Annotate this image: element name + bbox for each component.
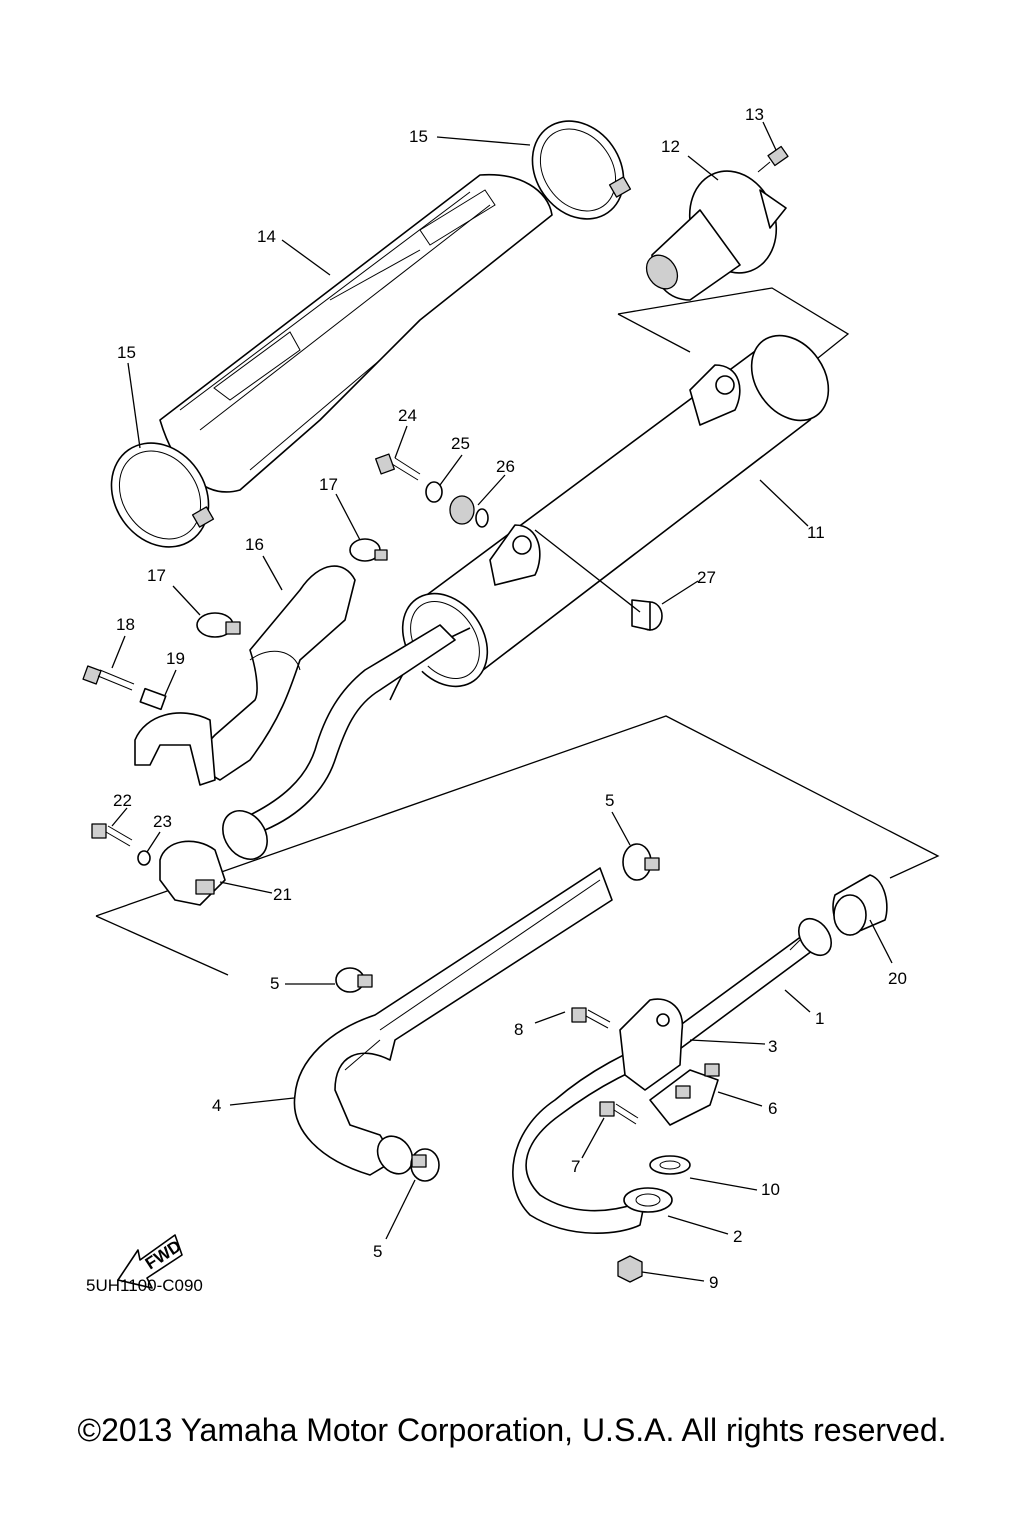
- leader-lines: [111, 121, 893, 1282]
- callout-9: 9: [709, 1273, 718, 1292]
- callout-5-upper: 5: [605, 791, 614, 810]
- part-25-washer: [425, 481, 443, 503]
- callout-15-bottom: 15: [117, 343, 136, 362]
- part-15-clamp-top: [531, 120, 632, 220]
- part-22-bolt: [91, 823, 133, 847]
- part-10-gasket: [649, 1155, 691, 1175]
- callout-19: 19: [166, 649, 185, 668]
- part-27-collar: [631, 599, 663, 631]
- callout-5-mid: 5: [270, 974, 279, 993]
- callout-17-lower: 17: [147, 566, 166, 585]
- part-19-collar: [139, 687, 167, 711]
- callout-23: 23: [153, 812, 172, 831]
- part-6-clamp: [649, 1063, 720, 1126]
- part-11-connecting-pipe: [222, 624, 456, 860]
- callout-labels: 13 12 15 14 15 24 25 26 11 17 16 17 18 1…: [113, 105, 907, 1292]
- part-5-clamp-bottom: [410, 1148, 440, 1182]
- callout-15-top: 15: [409, 127, 428, 146]
- drawing-code: 5UH1100-C090: [86, 1276, 203, 1295]
- part-3-bracket: [619, 998, 684, 1091]
- part-24-bolt: [375, 453, 421, 481]
- callout-26: 26: [496, 457, 515, 476]
- part-8-bolt: [571, 1007, 611, 1029]
- copyright-notice: ©2013 Yamaha Motor Corporation, U.S.A. A…: [77, 1412, 947, 1448]
- part-9-nut: [617, 1255, 643, 1283]
- part-5-clamp-upper-right: [622, 843, 660, 881]
- callout-6: 6: [768, 1099, 777, 1118]
- callout-11: 11: [807, 523, 825, 542]
- group-frame-lines: [95, 287, 940, 976]
- part-26-grommet: [449, 495, 489, 528]
- callout-20: 20: [888, 969, 907, 988]
- part-1-exhaust-pipe: [512, 917, 833, 1234]
- callout-1: 1: [815, 1009, 824, 1028]
- part-21-bracket: [159, 840, 226, 906]
- callout-17-upper: 17: [319, 475, 338, 494]
- callout-18: 18: [116, 615, 135, 634]
- part-20-gasket: [832, 874, 888, 936]
- callout-24: 24: [398, 406, 417, 425]
- part-23-washer: [137, 850, 151, 866]
- callout-7: 7: [571, 1157, 580, 1176]
- part-11-muffler: [389, 334, 830, 701]
- part-7-bolt: [599, 1101, 639, 1125]
- part-2-flange: [623, 1187, 673, 1213]
- callout-4: 4: [212, 1096, 221, 1115]
- callout-2: 2: [733, 1227, 742, 1246]
- part-4-heat-protector: [293, 867, 613, 1176]
- callout-5-bottom: 5: [373, 1242, 382, 1261]
- part-17-clamp-upper: [349, 538, 388, 562]
- callout-3: 3: [768, 1037, 777, 1056]
- callout-25: 25: [451, 434, 470, 453]
- part-16-joint-pipe: [134, 565, 356, 786]
- callout-21: 21: [273, 885, 292, 904]
- callout-14: 14: [257, 227, 276, 246]
- part-14-protector: [159, 173, 553, 493]
- callout-16: 16: [245, 535, 264, 554]
- callout-13: 13: [745, 105, 764, 124]
- part-5-clamp-mid: [335, 967, 373, 993]
- part-18-bolt: [82, 665, 135, 691]
- callout-22: 22: [113, 791, 132, 810]
- part-13-screw: [757, 145, 789, 173]
- callout-10: 10: [761, 1180, 780, 1199]
- callout-27: 27: [697, 568, 716, 587]
- part-17-clamp-lower: [196, 612, 241, 638]
- part-12-tail-pipe: [645, 170, 787, 301]
- callout-12: 12: [661, 137, 680, 156]
- callout-8: 8: [514, 1020, 523, 1039]
- part-15-clamp-bottom: [110, 442, 215, 548]
